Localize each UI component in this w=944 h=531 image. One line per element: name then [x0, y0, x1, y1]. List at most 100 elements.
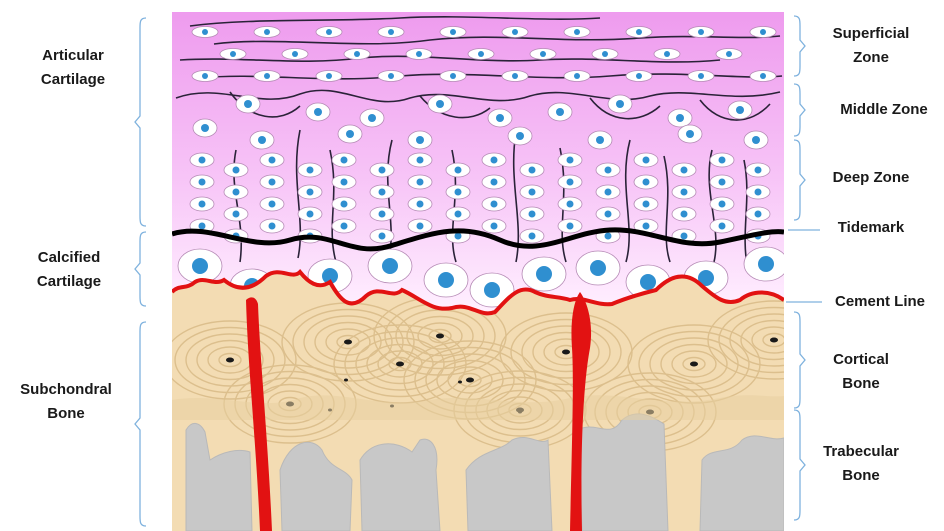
chondrocyte-cell: [710, 153, 734, 167]
label-calcified-cartilage: Calcified Cartilage: [14, 246, 124, 294]
chondrocyte-cell: [192, 27, 218, 38]
label-subchondral-bone: Subchondral Bone: [6, 378, 126, 426]
chondrocyte-cell: [368, 249, 412, 283]
chondrocyte-cell: [634, 153, 658, 167]
chondrocyte-cell: [332, 153, 356, 167]
chondrocyte-cell: [530, 49, 556, 60]
chondrocyte-cell: [710, 175, 734, 189]
chondrocyte-cell: [482, 153, 506, 167]
chondrocyte-cell: [728, 101, 752, 119]
chondrocyte-cell: [316, 27, 342, 38]
chondrocyte-cell: [502, 27, 528, 38]
chondrocyte-cell: [306, 103, 330, 121]
chondrocyte-cell: [564, 71, 590, 82]
chondrocyte-cell: [746, 185, 770, 199]
chondrocyte-cell: [408, 197, 432, 211]
label-deep-zone: Deep Zone: [816, 166, 926, 190]
chondrocyte-cell: [558, 175, 582, 189]
chondrocyte-cell: [260, 175, 284, 189]
chondrocyte-cell: [428, 95, 452, 113]
chondrocyte-cell: [254, 71, 280, 82]
chondrocyte-cell: [224, 207, 248, 221]
chondrocyte-cell: [522, 257, 566, 291]
chondrocyte-cell: [678, 125, 702, 143]
chondrocyte-cell: [710, 197, 734, 211]
chondrocyte-cell: [468, 49, 494, 60]
chondrocyte-cell: [626, 27, 652, 38]
chondrocyte-cell: [190, 153, 214, 167]
chondrocyte-cell: [332, 197, 356, 211]
label-articular-line1: Articular: [18, 44, 128, 68]
chondrocyte-cell: [298, 207, 322, 221]
chondrocyte-cell: [548, 103, 572, 121]
chondrocyte-cell: [298, 185, 322, 199]
chondrocyte-cell: [220, 49, 246, 60]
chondrocyte-cell: [520, 229, 544, 243]
label-cortical-bone: Cortical Bone: [806, 348, 916, 396]
chondrocyte-cell: [634, 175, 658, 189]
chondrocyte-cell: [716, 49, 742, 60]
chondrocyte-cell: [596, 185, 620, 199]
chondrocyte-cell: [482, 175, 506, 189]
chondrocyte-cell: [588, 131, 612, 149]
chondrocyte-cell: [190, 175, 214, 189]
chondrocyte-cell: [260, 197, 284, 211]
chondrocyte-cell: [744, 131, 768, 149]
chondrocyte-cell: [576, 251, 620, 285]
chondrocyte-cell: [746, 207, 770, 221]
chondrocyte-cell: [634, 197, 658, 211]
chondrocyte-cell: [406, 49, 432, 60]
chondrocyte-cell: [502, 71, 528, 82]
chondrocyte-cell: [596, 163, 620, 177]
chondrocyte-cell: [558, 197, 582, 211]
chondrocyte-cell: [746, 163, 770, 177]
chondrocyte-cell: [688, 27, 714, 38]
chondrocyte-cell: [688, 71, 714, 82]
chondrocyte-cell: [224, 163, 248, 177]
chondrocyte-cell: [332, 175, 356, 189]
chondrocyte-cell: [558, 219, 582, 233]
label-calcified-line2: Cartilage: [14, 270, 124, 294]
chondrocyte-cell: [592, 49, 618, 60]
chondrocyte-cell: [446, 163, 470, 177]
chondrocyte-cell: [482, 197, 506, 211]
label-subchondral-line1: Subchondral: [6, 378, 126, 402]
chondrocyte-cell: [408, 219, 432, 233]
chondrocyte-cell: [236, 95, 260, 113]
label-trabecular-bone: Trabecular Bone: [806, 440, 916, 488]
label-cortical-line1: Cortical: [806, 348, 916, 372]
chondrocyte-cell: [370, 207, 394, 221]
chondrocyte-cell: [750, 71, 776, 82]
chondrocyte-cell: [338, 125, 362, 143]
chondrocyte-cell: [178, 249, 222, 283]
chondrocyte-cell: [596, 207, 620, 221]
chondrocyte-cell: [344, 49, 370, 60]
chondrocyte-cell: [408, 175, 432, 189]
label-superficial-zone: Superficial Zone: [816, 22, 926, 70]
chondrocyte-cell: [360, 109, 384, 127]
chondrocyte-cell: [378, 27, 404, 38]
chondrocyte-cell: [192, 71, 218, 82]
chondrocyte-cell: [250, 131, 274, 149]
chondrocyte-cell: [488, 109, 512, 127]
chondrocyte-cell: [672, 185, 696, 199]
chondrocyte-cell: [298, 163, 322, 177]
chondrocyte-cell: [370, 163, 394, 177]
label-middle-zone: Middle Zone: [826, 98, 942, 122]
label-superficial-line2: Zone: [816, 46, 926, 70]
chondrocyte-cell: [520, 163, 544, 177]
chondrocyte-cell: [193, 119, 217, 137]
chondrocyte-cell: [254, 27, 280, 38]
label-superficial-line1: Superficial: [816, 22, 926, 46]
chondrocyte-cell: [482, 219, 506, 233]
chondrocyte-cell: [668, 109, 692, 127]
chondrocyte-cell: [378, 71, 404, 82]
chondrocyte-cell: [370, 185, 394, 199]
chondrocyte-cell: [332, 219, 356, 233]
chondrocyte-cell: [224, 185, 248, 199]
chondrocyte-cell: [520, 185, 544, 199]
label-subchondral-line2: Bone: [6, 402, 126, 426]
label-trabecular-line2: Bone: [806, 464, 916, 488]
label-articular-line2: Cartilage: [18, 68, 128, 92]
chondrocyte-cell: [440, 27, 466, 38]
